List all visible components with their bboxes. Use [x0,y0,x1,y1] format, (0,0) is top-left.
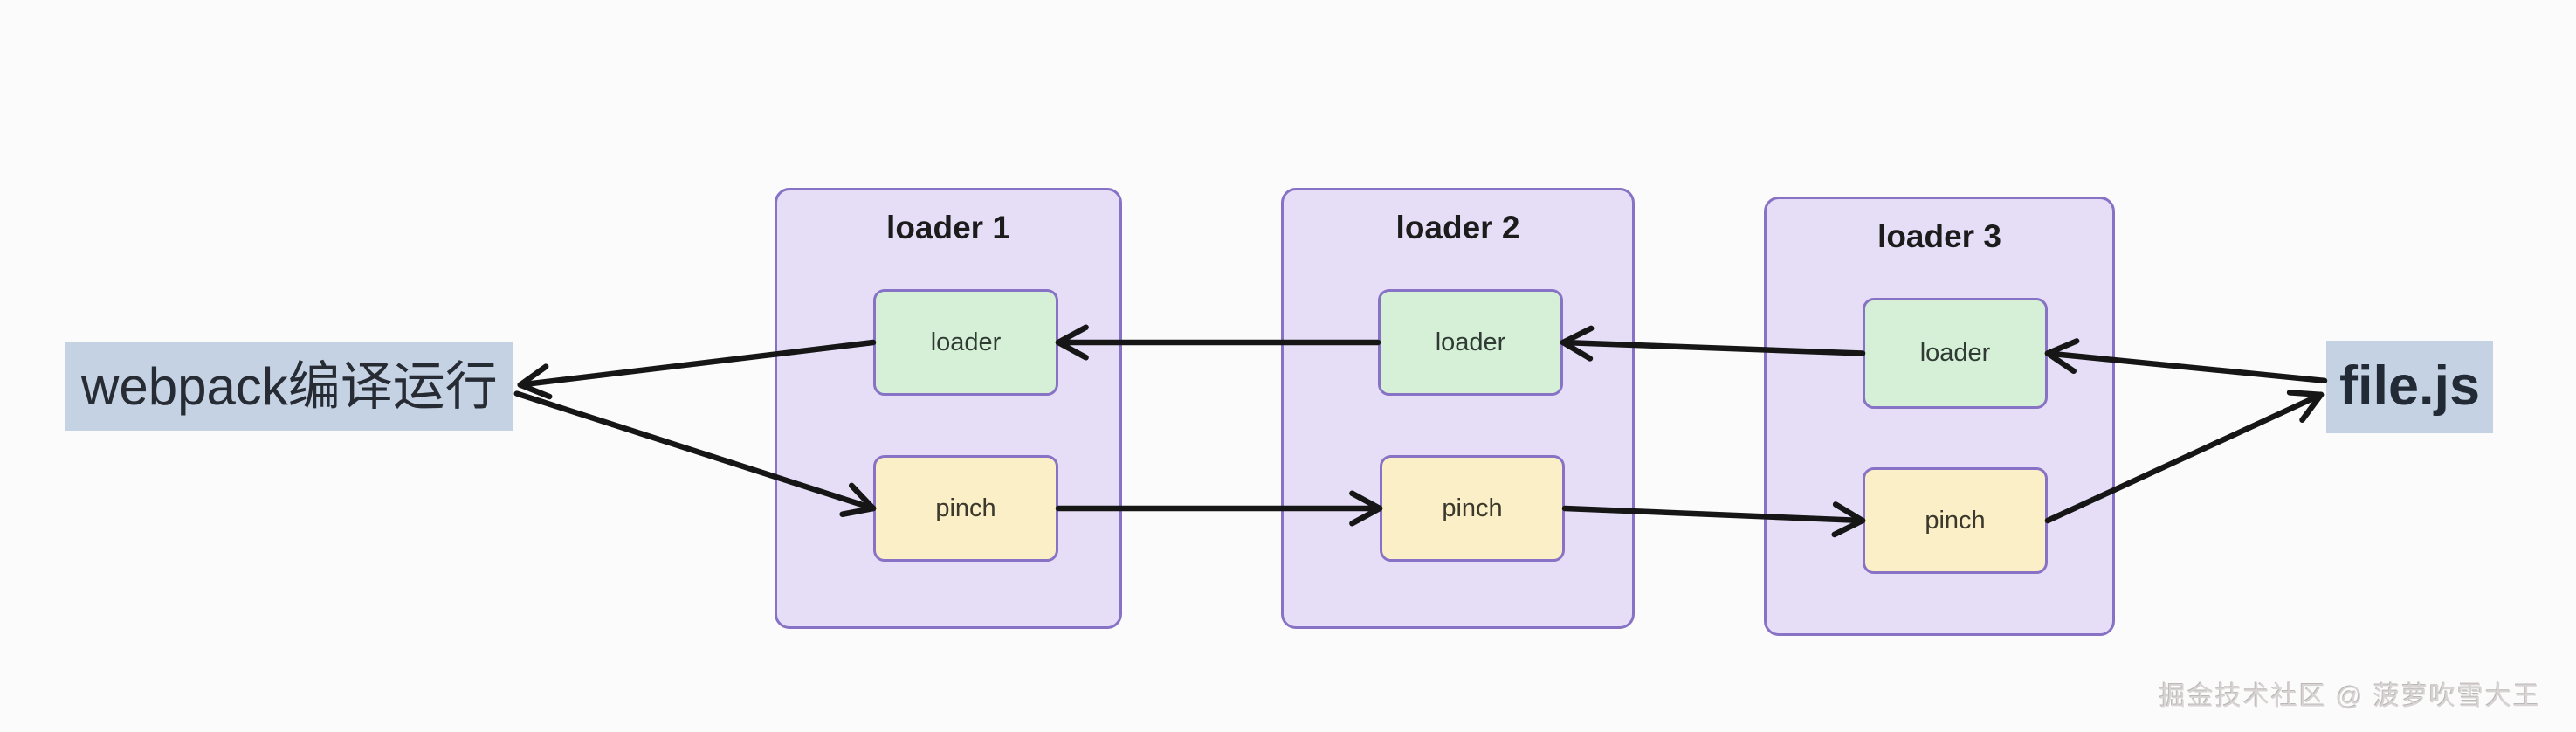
arrowhead-pinch3-to-filejs [2299,391,2325,423]
loader3-pinch-box[interactable]: pinch [1863,467,2048,574]
loader1-group[interactable]: loader 1 loader pinch [775,188,1122,629]
loader3-group[interactable]: loader 3 loader pinch [1764,197,2115,636]
arrowhead-loader1-to-webpack [517,382,553,400]
webpack-node[interactable]: webpack编译运行 [65,342,513,432]
loader1-loader-box[interactable]: loader [873,289,1058,396]
watermark: 掘金技术社区 @ 菠萝吹雪大王 [2159,682,2541,711]
arrowhead-loader1-to-webpack [517,363,549,388]
loader3-loader-label: loader [1919,339,1991,367]
loader2-loader-label: loader [1435,328,1506,356]
loader2-group[interactable]: loader 2 loader pinch [1281,188,1635,629]
loader3-title: loader 3 [1877,218,2001,254]
loader2-loader-box[interactable]: loader [1378,289,1563,396]
loader1-pinch-box[interactable]: pinch [873,455,1058,562]
loader1-loader-label: loader [930,328,1002,356]
loader1-title: loader 1 [886,210,1010,245]
loader2-pinch-label: pinch [1442,494,1503,522]
loader2-title: loader 2 [1395,210,1520,245]
loader3-loader-box[interactable]: loader [1863,298,2048,409]
loader2-pinch-box[interactable]: pinch [1380,455,1565,562]
loader1-pinch-label: pinch [935,494,996,522]
arrowhead-pinch3-to-filejs [2286,390,2325,398]
loader3-pinch-label: pinch [1925,506,1986,535]
filejs-node[interactable]: file.js [2326,341,2494,433]
